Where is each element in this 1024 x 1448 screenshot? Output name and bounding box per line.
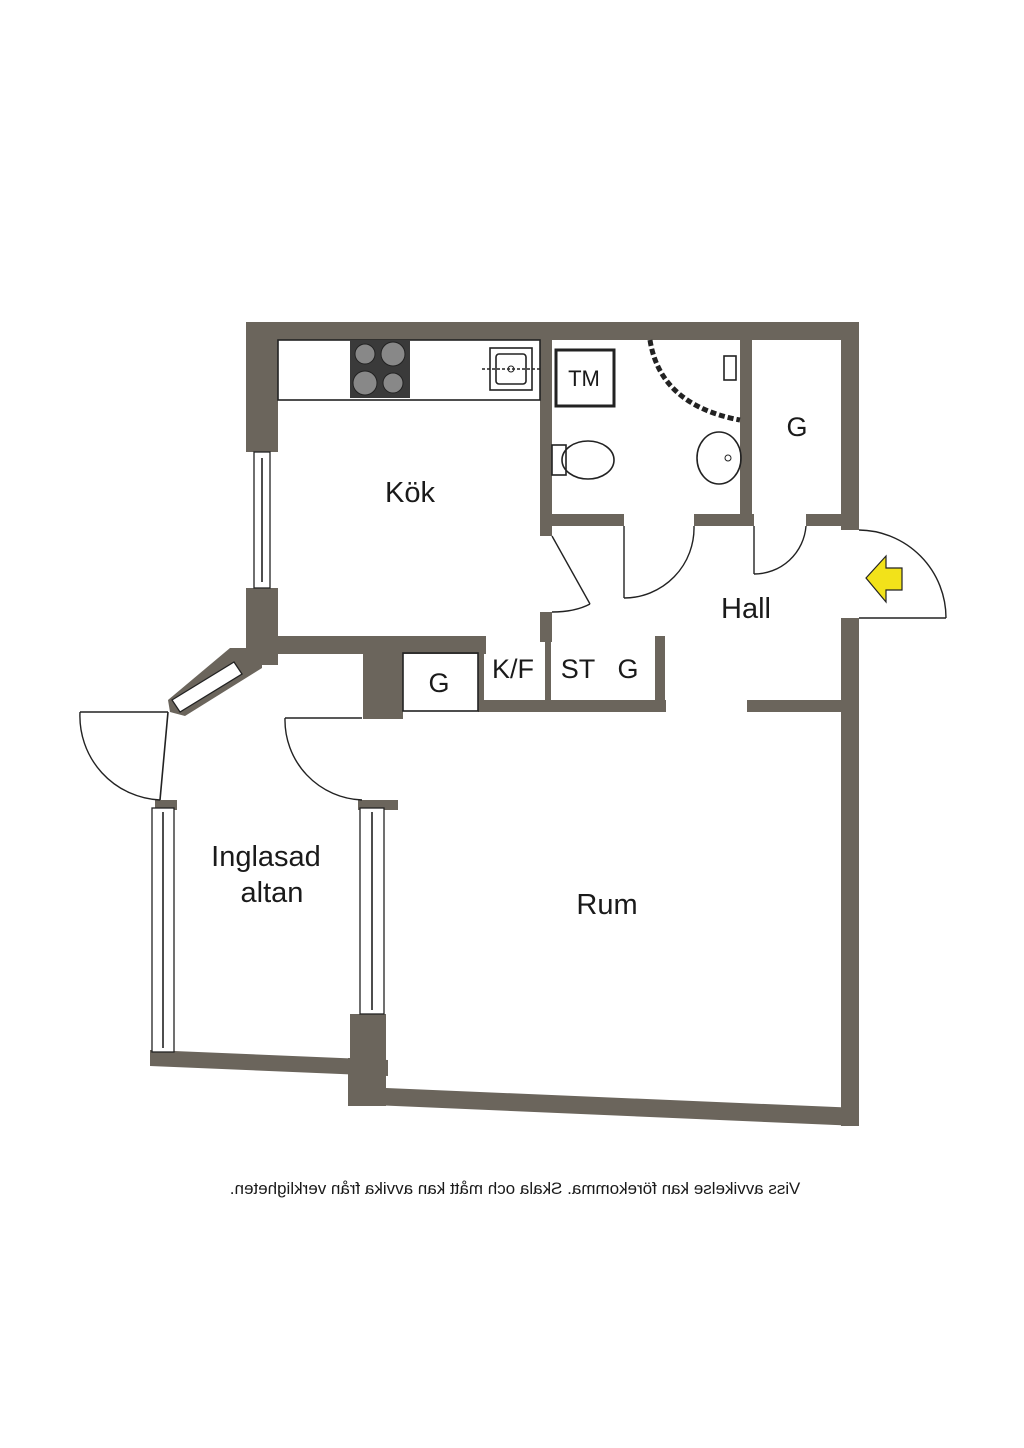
- toilet-icon: [551, 440, 615, 480]
- closet-top-label: G: [786, 412, 807, 442]
- kf-label: K/F: [492, 654, 534, 684]
- closet-small-label: G: [428, 668, 449, 698]
- entrance-arrow-icon: [865, 554, 903, 604]
- disclaimer-group: Viss avvikelse kan förekomma. Skala och …: [230, 1179, 800, 1198]
- closet-hall-label: G: [617, 654, 638, 684]
- bathroom: [551, 339, 742, 485]
- shower-curtain: [647, 339, 741, 423]
- walls: [150, 322, 859, 1126]
- disclaimer-text: Viss avvikelse kan förekomma. Skala och …: [230, 1179, 800, 1198]
- washbasin-icon: [696, 431, 742, 485]
- tm-label: TM: [568, 366, 600, 391]
- kitchen-label: Kök: [385, 477, 435, 509]
- room-label: Rum: [576, 889, 637, 921]
- kitchen-counter: [277, 339, 541, 401]
- stove-icon: [350, 340, 410, 398]
- sink-icon: [482, 347, 540, 391]
- veranda-label-line1: Inglasad: [211, 841, 321, 873]
- tm-box: [554, 348, 616, 408]
- hall-label: Hall: [721, 593, 771, 625]
- doors: [79, 525, 947, 801]
- room-labels: Kök Hall Rum Inglasad altan G G K/F ST G…: [211, 366, 807, 921]
- veranda-label-line2: altan: [241, 877, 304, 909]
- windows: [151, 451, 385, 1053]
- st-label: ST: [561, 654, 596, 684]
